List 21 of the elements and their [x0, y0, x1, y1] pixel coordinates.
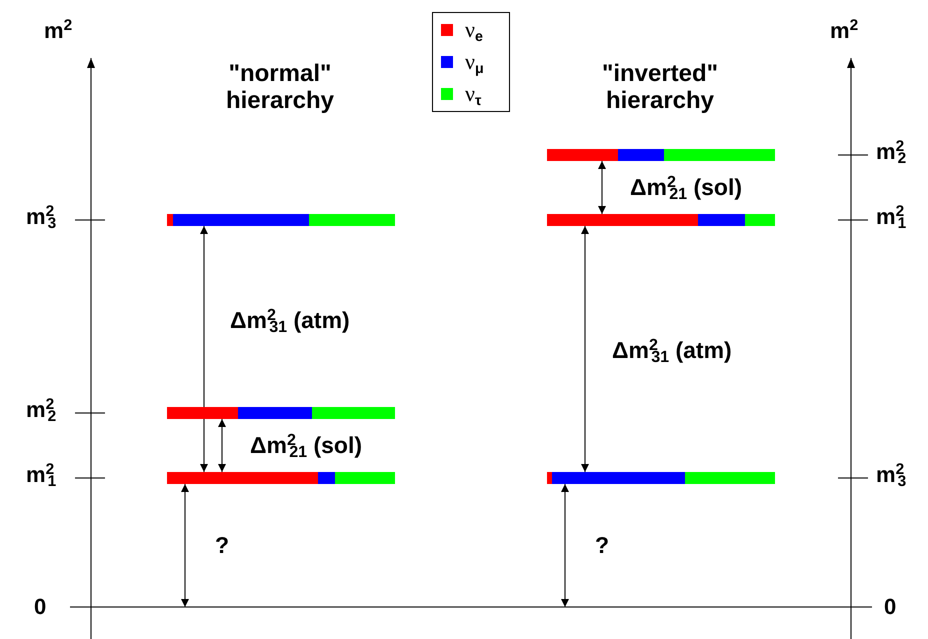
axis-label: 0 [34, 593, 46, 621]
hierarchy-heading: "normal" hierarchy [224, 60, 336, 114]
double-arrow [561, 484, 569, 608]
hierarchy-heading: "inverted" hierarchy [600, 60, 720, 114]
energy-level-bar [167, 407, 395, 419]
double-arrow [218, 418, 226, 472]
double-arrow [181, 484, 189, 608]
energy-level-bar [547, 214, 775, 226]
axis-label: m$^{2}$ [44, 16, 72, 45]
double-arrow [598, 160, 606, 214]
double-arrow [200, 226, 208, 472]
axis-label: m$^{2}$ [830, 16, 858, 45]
legend-text: ν$_{e}$ [465, 17, 483, 43]
double-arrow [581, 226, 589, 472]
axis-label: 0 [884, 593, 896, 621]
energy-level-bar [167, 472, 395, 484]
energy-level-bar [547, 472, 775, 484]
energy-level-bar [167, 214, 395, 226]
legend-text: ν$_{τ}$ [465, 81, 482, 107]
energy-level-bar [547, 149, 775, 161]
legend-text: ν$_{μ}$ [465, 49, 484, 75]
